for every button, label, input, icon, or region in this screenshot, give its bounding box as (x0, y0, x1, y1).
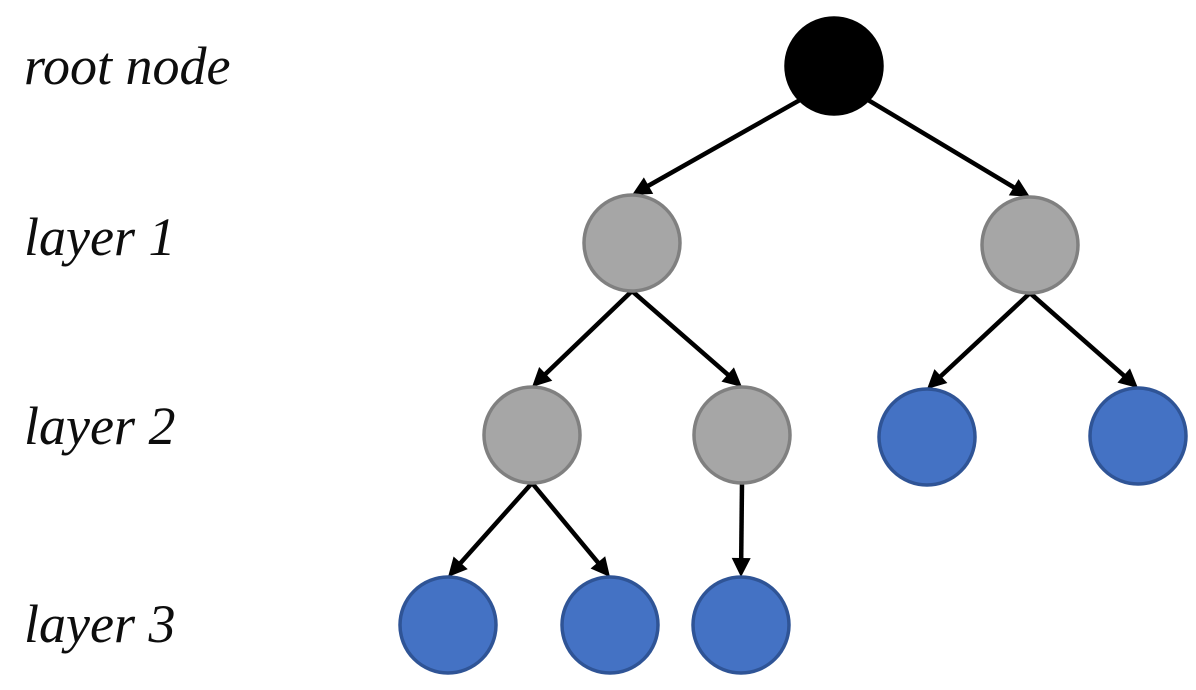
arrowhead-l1-right-to-l2-4 (1117, 368, 1138, 388)
tree-node-l2-4 (1088, 386, 1188, 486)
edge-l1-left-to-l2-2 (630, 289, 732, 379)
tree-node-root (784, 16, 884, 116)
nodes-layer (398, 16, 1188, 675)
edges-layer (448, 97, 1138, 577)
tree-node-l1-right (980, 195, 1080, 295)
tree-node-l3-1 (398, 575, 498, 675)
arrowhead-l1-right-to-l2-3 (927, 369, 948, 389)
edge-l2-1-to-l3-1 (456, 481, 534, 567)
edge-l1-left-to-l2-1 (541, 289, 634, 378)
arrowhead-root-to-l1-right (1008, 179, 1030, 197)
arrowhead-root-to-l1-left (632, 177, 654, 195)
edge-l2-1-to-l3-2 (530, 481, 602, 567)
tree-node-l1-left (582, 193, 682, 293)
edge-root-to-l1-right (866, 98, 1018, 191)
tree-node-l2-2 (692, 385, 792, 485)
edge-l2-2-to-l3-3 (738, 482, 745, 562)
layer-1-label: layer 1 (24, 207, 175, 267)
arrowhead-l1-left-to-l2-1 (532, 366, 553, 387)
arrowhead-l2-1-to-l3-2 (590, 556, 610, 577)
arrowhead-l2-2-to-l3-3 (731, 557, 751, 577)
layer-2-label: layer 2 (24, 396, 175, 456)
labels-layer: root node layer 1 layer 2 layer 3 (24, 36, 230, 654)
edge-l1-right-to-l2-4 (1028, 291, 1128, 380)
arrowhead-l2-1-to-l3-1 (448, 556, 468, 577)
tree-node-l2-1 (482, 385, 582, 485)
layer-3-label: layer 3 (24, 594, 175, 654)
edge-l1-right-to-l2-3 (937, 291, 1032, 380)
root-node-label: root node (24, 36, 230, 96)
tree-node-l3-3 (691, 575, 791, 675)
tree-node-l2-3 (877, 387, 977, 487)
tree-node-l3-2 (560, 575, 660, 675)
edge-root-to-l1-left (644, 97, 802, 190)
arrowhead-l1-left-to-l2-2 (721, 367, 742, 387)
